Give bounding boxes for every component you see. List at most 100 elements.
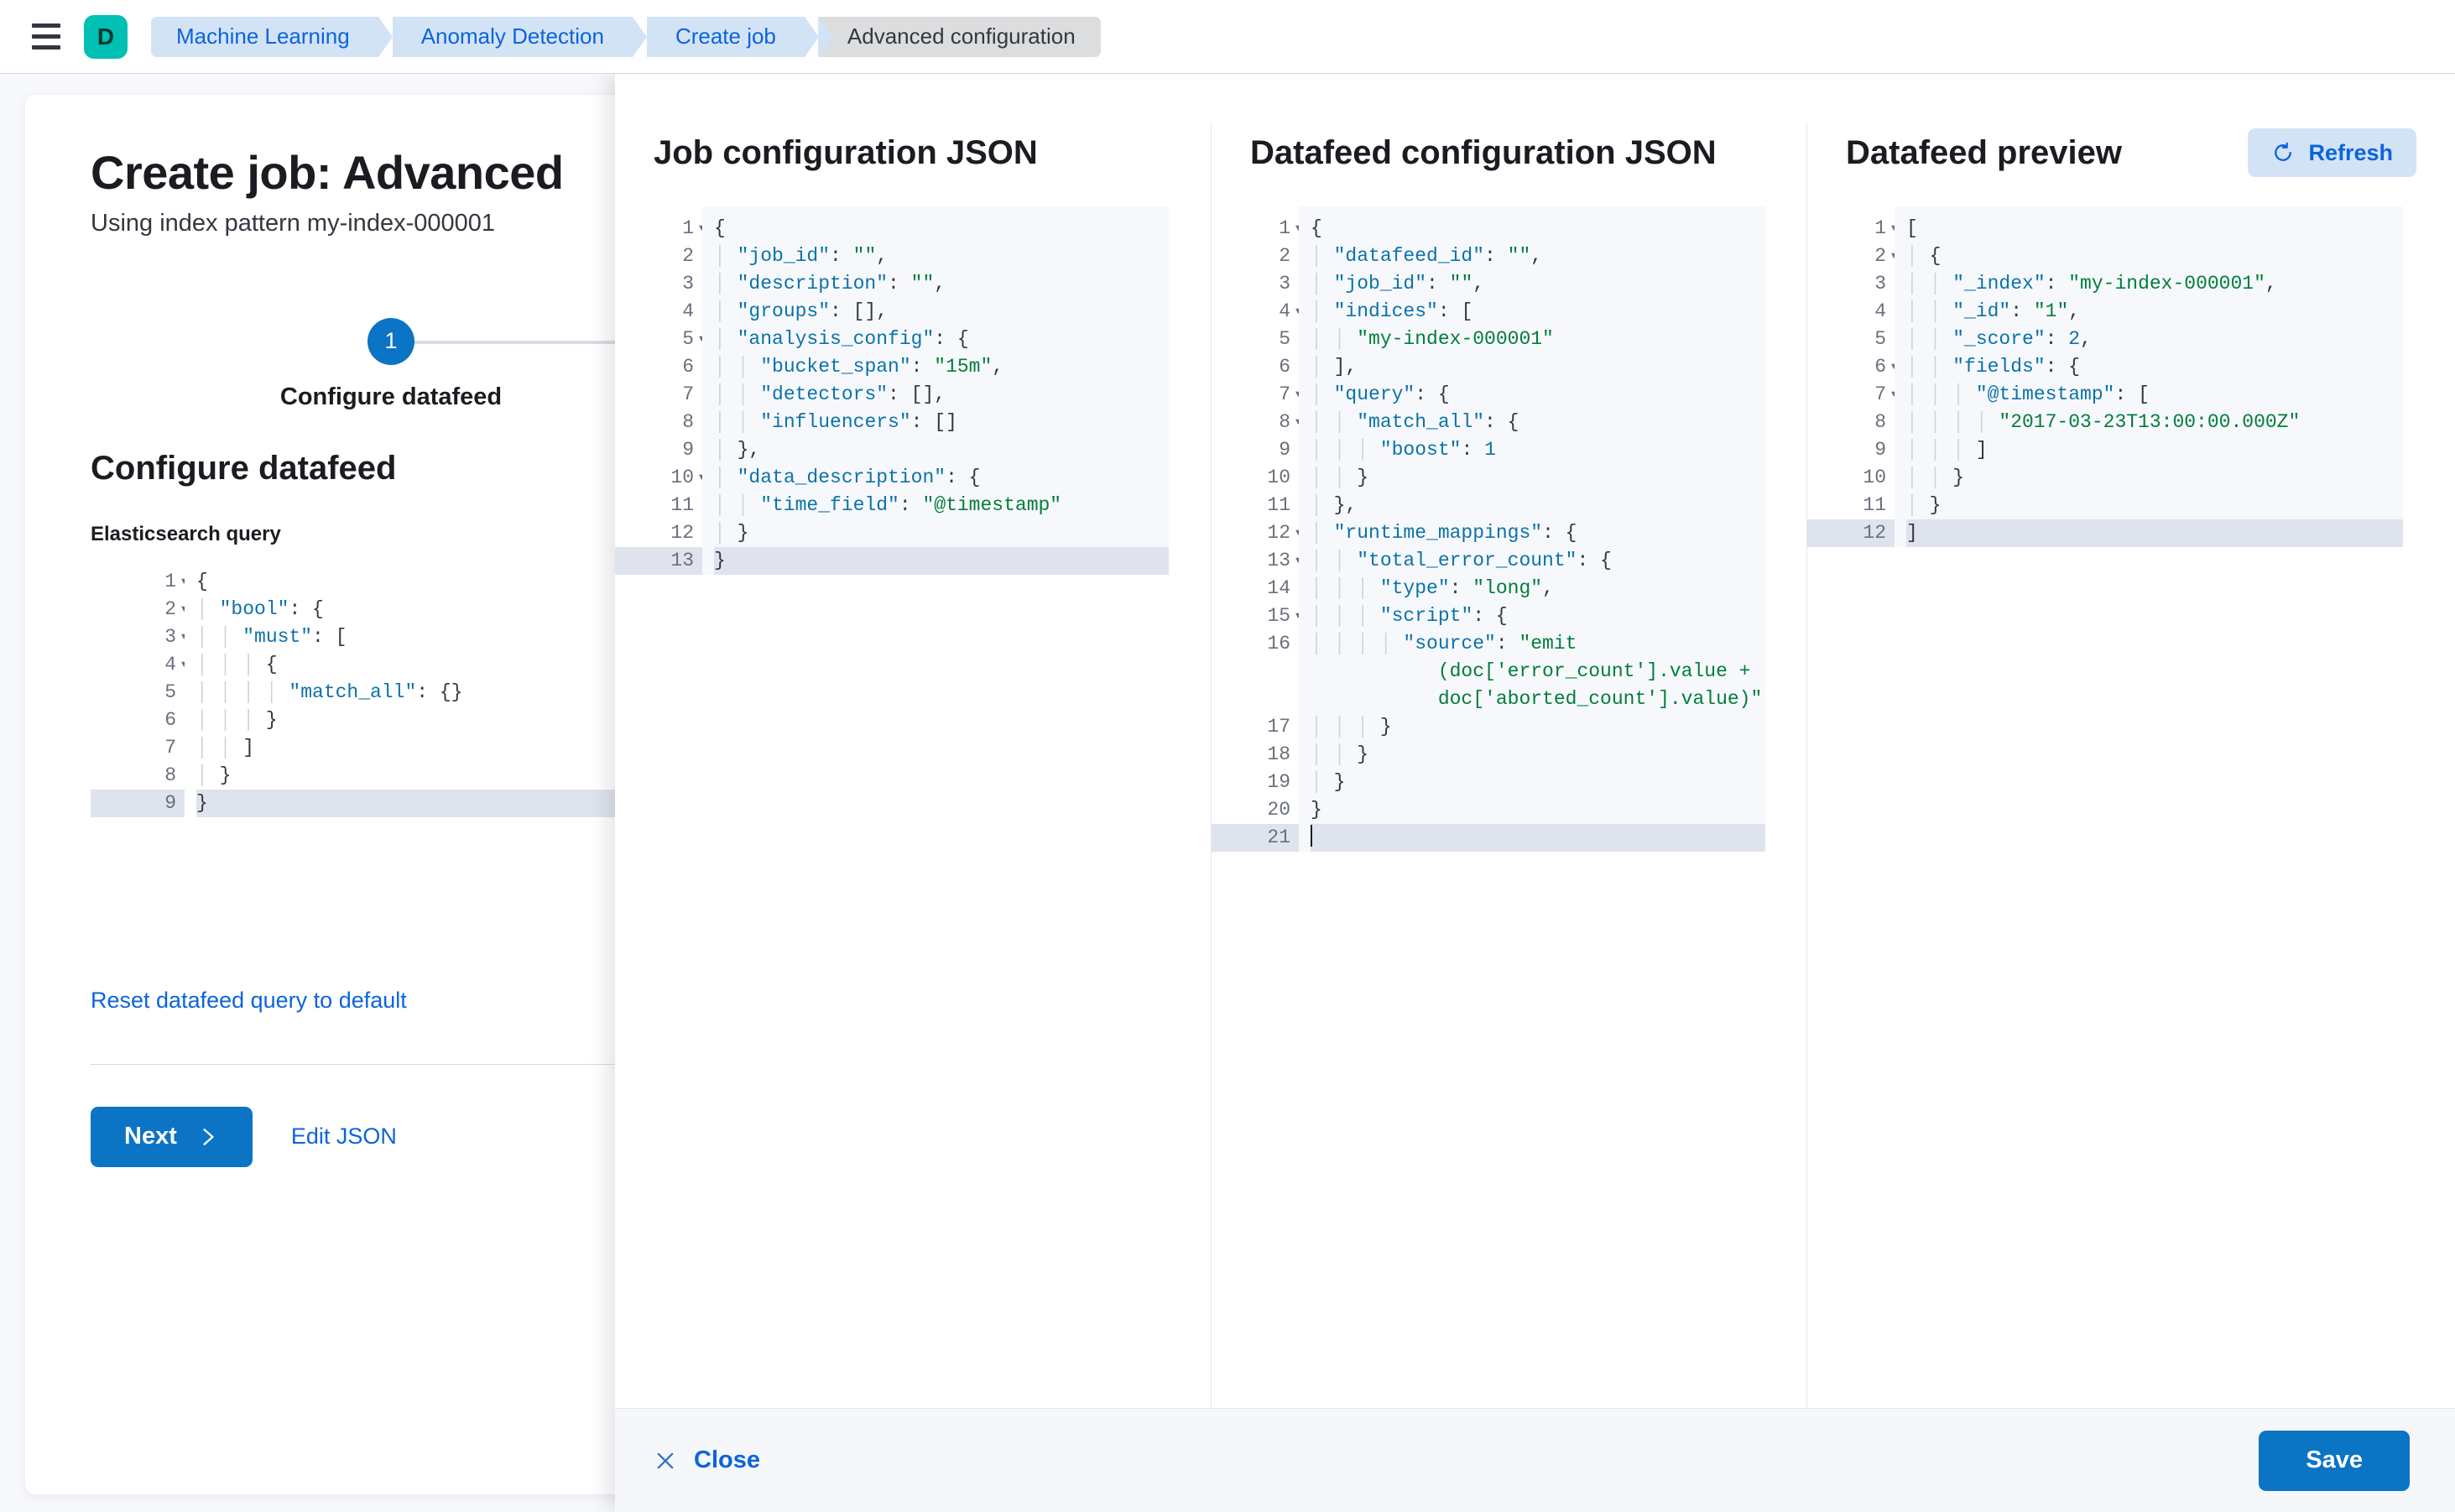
code-line[interactable]: │ │ "fields": { (1906, 353, 2403, 381)
code-line[interactable]: [ (1906, 215, 2403, 242)
code-line[interactable]: │ } (1906, 492, 2403, 519)
chevron-right-icon (203, 1128, 214, 1145)
code-line[interactable]: │ "description": "", (714, 270, 1169, 298)
code-line[interactable]: │ │ │ "@timestamp": [ (1906, 381, 2403, 409)
code-line[interactable]: │ │ │ "script": { (1311, 602, 1765, 630)
code-line[interactable]: │ │ │ ] (1906, 436, 2403, 464)
indent-guide: │ (1311, 383, 1334, 405)
code-line[interactable]: │ │ "my-index-000001" (1311, 326, 1765, 353)
hamburger-icon[interactable] (27, 18, 65, 56)
code-line[interactable]: │ │ │ "boost": 1 (1311, 436, 1765, 464)
code-line[interactable]: } (1311, 796, 1765, 824)
code-line[interactable]: │ │ "influencers": [] (714, 409, 1169, 436)
fold-toggle-icon[interactable]: ▾ (180, 568, 188, 596)
fold-toggle-icon[interactable]: ▾ (180, 651, 188, 679)
line-number: 16 (1267, 633, 1290, 654)
fold-toggle-icon[interactable]: ▾ (697, 326, 706, 353)
code-line[interactable]: │ "job_id": "", (1311, 270, 1765, 298)
fold-toggle-icon[interactable]: ▾ (697, 464, 706, 492)
code-line[interactable]: │ │ │ │ "source": "emit (1311, 630, 1765, 658)
code-line[interactable]: │ │ "bucket_span": "15m", (714, 353, 1169, 381)
code-line[interactable]: │ "datafeed_id": "", (1311, 242, 1765, 270)
space-avatar[interactable]: D (84, 14, 128, 59)
fold-toggle-icon[interactable]: ▾ (1889, 242, 1898, 270)
fold-toggle-icon[interactable]: ▾ (1294, 381, 1302, 409)
code-line[interactable]: │ "query": { (1311, 381, 1765, 409)
code-line[interactable]: } (714, 547, 1169, 575)
fold-toggle-icon[interactable]: ▾ (697, 215, 706, 242)
code-line[interactable]: │ │ │ } (196, 706, 837, 734)
fold-toggle-icon[interactable]: ▾ (180, 596, 188, 623)
fold-toggle-icon[interactable]: ▾ (1294, 215, 1302, 242)
close-button[interactable]: Close (654, 1447, 760, 1474)
page-title: Create job: Advanced (91, 146, 564, 199)
indent-guide: │ (1311, 771, 1334, 793)
code-line[interactable]: ] (1906, 519, 2403, 547)
code-line[interactable]: { (1311, 215, 1765, 242)
breadcrumb-item-0[interactable]: Machine Learning (151, 16, 393, 57)
code-line[interactable]: │ { (1906, 242, 2403, 270)
code-line[interactable]: │ │ "total_error_count": { (1311, 547, 1765, 575)
code-line[interactable]: │ "job_id": "", (714, 242, 1169, 270)
code-line[interactable]: │ "indices": [ (1311, 298, 1765, 326)
fold-toggle-icon[interactable]: ▾ (1294, 409, 1302, 436)
breadcrumb-item-1[interactable]: Anomaly Detection (392, 16, 648, 57)
code-line[interactable]: │ │ │ { (196, 651, 837, 679)
save-button[interactable]: Save (2259, 1430, 2410, 1491)
breadcrumb-item-2[interactable]: Create job (646, 16, 819, 57)
step-number-badge[interactable]: 1 (367, 317, 414, 365)
code-line[interactable]: │ "data_description": { (714, 464, 1169, 492)
refresh-button[interactable]: Refresh (2248, 128, 2416, 177)
fold-toggle-icon[interactable]: ▾ (1889, 381, 1898, 409)
code-line[interactable]: │ │ "time_field": "@timestamp" (714, 492, 1169, 519)
code-line[interactable]: │ "groups": [], (714, 298, 1169, 326)
code-line[interactable]: │ } (196, 762, 837, 790)
code-line[interactable]: │ "bool": { (196, 596, 837, 623)
fold-toggle-icon[interactable]: ▾ (1294, 602, 1302, 630)
code-line[interactable]: │ │ "_id": "1", (1906, 298, 2403, 326)
code-line[interactable]: │ "runtime_mappings": { (1311, 519, 1765, 547)
code-line[interactable]: │ │ "_index": "my-index-000001", (1906, 270, 2403, 298)
code-line-continuation[interactable]: (doc['error_count'].value + (1311, 658, 1765, 686)
fold-toggle-icon[interactable]: ▾ (1889, 215, 1898, 242)
code-line[interactable]: │ ], (1311, 353, 1765, 381)
code-line[interactable]: │ │ │ │ "match_all": {} (196, 679, 837, 706)
editor-content[interactable]: [│ {│ │ "_index": "my-index-000001",│ │ … (1895, 206, 2403, 547)
code-line[interactable]: │ }, (714, 436, 1169, 464)
editor-content[interactable]: {│ "datafeed_id": "",│ "job_id": "",│ "i… (1299, 206, 1765, 852)
indent-guide: │ │ (1311, 467, 1358, 488)
next-button[interactable]: Next (91, 1106, 253, 1167)
fold-toggle-icon[interactable]: ▾ (1889, 353, 1898, 381)
code-line[interactable]: │ } (1311, 769, 1765, 796)
code-line[interactable]: { (196, 568, 837, 596)
indent-guide: │ │ (714, 383, 761, 405)
code-line[interactable]: │ │ "_score": 2, (1906, 326, 2403, 353)
fold-toggle-icon[interactable]: ▾ (1294, 519, 1302, 547)
code-line[interactable]: │ │ "must": [ (196, 623, 837, 651)
code-line[interactable]: │ │ "match_all": { (1311, 409, 1765, 436)
code-line-continuation[interactable]: doc['aborted_count'].value)" (1311, 686, 1765, 713)
fold-toggle-icon[interactable]: ▾ (1294, 547, 1302, 575)
fold-toggle-icon[interactable]: ▾ (1294, 298, 1302, 326)
code-line[interactable]: │ } (714, 519, 1169, 547)
code-line[interactable]: { (714, 215, 1169, 242)
edit-json-button[interactable]: Edit JSON (290, 1124, 397, 1150)
code-line[interactable]: │ │ │ "type": "long", (1311, 575, 1765, 602)
code-line[interactable]: │ │ ] (196, 734, 837, 762)
code-line[interactable]: │ │ "detectors": [], (714, 381, 1169, 409)
code-line[interactable]: │ │ │ } (1311, 713, 1765, 741)
code-line[interactable]: │ "analysis_config": { (714, 326, 1169, 353)
editor-content[interactable]: {│ "job_id": "",│ "description": "",│ "g… (702, 206, 1169, 575)
code-line[interactable]: │ }, (1311, 492, 1765, 519)
code-line[interactable]: │ │ } (1311, 464, 1765, 492)
reset-datafeed-query-link[interactable]: Reset datafeed query to default (91, 987, 407, 1013)
code-line[interactable]: │ │ } (1311, 741, 1765, 769)
line-number: 1▾ (1212, 215, 1302, 242)
code-line[interactable]: │ │ │ │ "2017-03-23T13:00:00.000Z" (1906, 409, 2403, 436)
fold-toggle-icon[interactable]: ▾ (180, 623, 188, 651)
code-line[interactable]: │ │ } (1906, 464, 2403, 492)
code-line[interactable] (1311, 824, 1765, 852)
